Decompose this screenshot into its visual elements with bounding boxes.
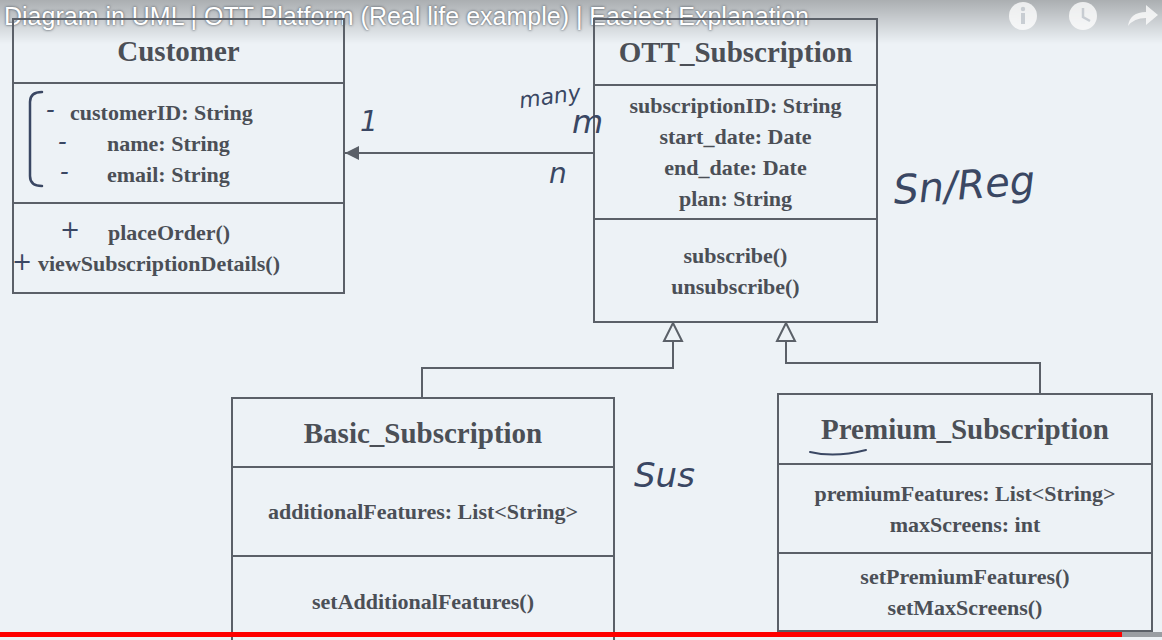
association-arrow — [345, 152, 593, 154]
progress-bar — [0, 632, 1122, 637]
handwritten-note: + — [12, 250, 32, 274]
uml-class-box: Premium_Subscription premiumFeatures: Lis… — [777, 393, 1153, 632]
class-attribute: customerID: String — [70, 97, 253, 128]
class-attribute: maxScreens: int — [890, 509, 1041, 540]
class-name: OTT_Subscription — [619, 34, 853, 70]
handwritten-note: - — [46, 98, 55, 122]
method-compartment: placeOrder()viewSubscriptionDetails() — [14, 202, 343, 292]
class-method: unsubscribe() — [671, 271, 799, 302]
class-name-compartment: OTT_Subscription — [595, 20, 876, 84]
handwritten-note: 1 — [360, 108, 378, 136]
video-title: Diagram in UML | OTT Platform (Real life… — [4, 3, 809, 31]
generalization-arrow — [786, 323, 1040, 393]
handwritten-note: Sn/Reg — [892, 160, 1036, 210]
class-name: Customer — [117, 33, 239, 69]
handwritten-note: - — [58, 130, 67, 154]
class-attribute: email: String — [107, 159, 230, 190]
class-name: Basic_Subscription — [304, 415, 543, 451]
method-compartment: subscribe()unsubscribe() — [595, 218, 876, 321]
handwritten-note: + — [60, 218, 80, 242]
handwritten-note: - — [60, 160, 69, 184]
class-name-compartment: Customer — [14, 20, 343, 82]
class-method: subscribe() — [684, 240, 788, 271]
class-attribute: end_date: Date — [664, 152, 806, 183]
attribute-compartment: additionalFeatures: List<String> — [233, 466, 613, 555]
class-method: setPremiumFeatures() — [860, 561, 1069, 592]
class-attribute: premiumFeatures: List<String> — [814, 478, 1115, 509]
uml-class-box: Basic_Subscription additionalFeatures: Li… — [231, 397, 615, 640]
hand-bracket — [30, 92, 42, 186]
class-method: viewSubscriptionDetails() — [38, 248, 280, 279]
class-name-compartment: Premium_Subscription — [779, 395, 1151, 463]
method-compartment: setAdditionalFeatures() — [233, 555, 613, 640]
class-attribute: start_date: Date — [659, 121, 811, 152]
handwritten-note: Sus — [634, 458, 695, 492]
class-attribute: additionalFeatures: List<String> — [268, 496, 578, 527]
handwritten-note: n — [549, 160, 567, 188]
class-method: placeOrder() — [108, 217, 230, 248]
hand-underline — [810, 450, 866, 455]
class-method: setAdditionalFeatures() — [312, 586, 534, 617]
class-name-compartment: Basic_Subscription — [233, 399, 613, 466]
uml-class-box: Customer customerID: Stringname: Stringem… — [12, 18, 345, 294]
attribute-compartment: premiumFeatures: List<String>maxScreens:… — [779, 463, 1151, 552]
method-compartment: setPremiumFeatures()setMaxScreens() — [779, 552, 1151, 630]
class-attribute: plan: String — [679, 183, 792, 214]
progress-track — [1122, 632, 1162, 637]
uml-class-box: OTT_Subscription subscriptionID: Stringst… — [593, 18, 878, 323]
generalization-arrow — [422, 323, 673, 397]
class-name: Premium_Subscription — [821, 411, 1109, 447]
player-icons — [1009, 2, 1158, 30]
handwritten-note: m — [572, 106, 603, 138]
class-attribute: subscriptionID: String — [629, 90, 841, 121]
attribute-compartment: subscriptionID: Stringstart_date: Dateen… — [595, 84, 876, 218]
class-method: setMaxScreens() — [888, 592, 1043, 623]
class-attribute: name: String — [107, 128, 230, 159]
